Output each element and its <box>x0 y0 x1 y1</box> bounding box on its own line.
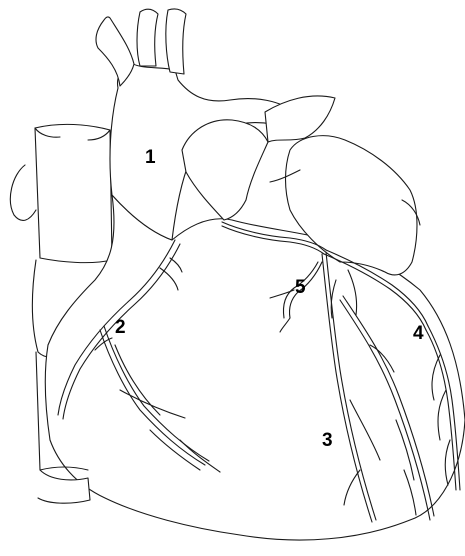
superior-vena-cava <box>35 124 112 262</box>
left-common-carotid <box>137 9 158 66</box>
left-subclavian-artery <box>166 9 186 74</box>
label-1: 1 <box>145 147 156 168</box>
label-3: 3 <box>322 430 333 451</box>
label-4: 4 <box>413 323 424 344</box>
pulmonary-trunk <box>182 120 268 220</box>
label-5: 5 <box>295 277 306 298</box>
label-2: 2 <box>115 317 126 338</box>
brachiocephalic-artery <box>96 17 134 86</box>
